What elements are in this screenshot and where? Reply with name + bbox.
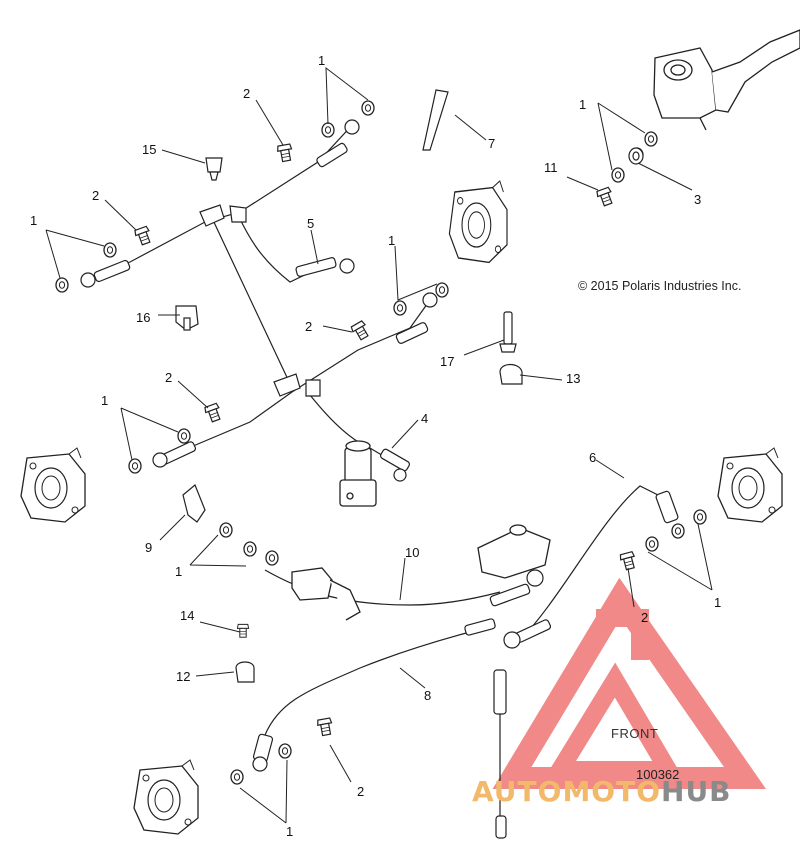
proportioning-valve (339, 440, 377, 507)
callout-6: 6 (589, 450, 596, 465)
watermark-text-part1: AUTOMOTO (472, 775, 662, 808)
callout-11: 11 (544, 160, 558, 175)
callout-1: 1 (101, 393, 108, 408)
callout-2: 2 (92, 188, 99, 203)
callout-1: 1 (388, 233, 395, 248)
callout-17: 17 (440, 354, 454, 369)
watermark-text-part2: HUB (661, 775, 732, 808)
callout-1: 1 (318, 53, 325, 68)
callout-15: 15 (142, 142, 156, 157)
bolt-icon (236, 623, 250, 638)
bolt-icon (203, 402, 224, 424)
callout-2: 2 (165, 370, 172, 385)
callout-8: 8 (424, 688, 431, 703)
bolt-icon (618, 550, 638, 572)
callout-14: 14 (180, 608, 194, 623)
callout-7: 7 (488, 136, 495, 151)
callout-2: 2 (641, 610, 648, 625)
bolt-icon (349, 319, 372, 342)
bolt-icon (133, 225, 154, 247)
brake-lines (87, 121, 669, 820)
caliper-left (20, 447, 86, 523)
callout-numbers: 1 2 15 2 1 5 1 2 16 2 1 4 7 1 11 3 17 13… (30, 53, 721, 839)
leader-lines (45, 66, 713, 824)
callout-1: 1 (579, 97, 586, 112)
callout-1: 1 (286, 824, 293, 839)
bolt-icon (595, 186, 616, 208)
front-label: FRONT (611, 726, 659, 741)
callout-1: 1 (175, 564, 182, 579)
bolt-icon (276, 143, 295, 163)
reference-number: 100362 (636, 767, 680, 782)
callout-12: 12 (176, 669, 190, 684)
callout-16: 16 (136, 310, 150, 325)
watermark-text: AUTOMOTOHUB (472, 775, 732, 808)
copyright-notice: © 2015 Polaris Industries Inc. (578, 279, 742, 293)
watermark-logo-icon (492, 577, 767, 789)
callout-2: 2 (243, 86, 250, 101)
callout-3: 3 (694, 192, 701, 207)
master-cylinder (653, 29, 800, 131)
hose-fittings (80, 119, 679, 839)
rear-master-cylinder (291, 524, 551, 621)
callout-4: 4 (421, 411, 428, 426)
callout-1: 1 (30, 213, 37, 228)
callout-13: 13 (566, 371, 580, 386)
bolt-icon (316, 717, 335, 737)
misc-parts (175, 89, 644, 683)
caliper-bottom (133, 759, 199, 835)
callout-2: 2 (305, 319, 312, 334)
callout-2: 2 (357, 784, 364, 799)
callout-9: 9 (145, 540, 152, 555)
callout-1: 1 (714, 595, 721, 610)
callout-5: 5 (307, 216, 314, 231)
callout-10: 10 (405, 545, 419, 560)
caliper-upper (448, 180, 508, 264)
caliper-right (717, 447, 783, 523)
